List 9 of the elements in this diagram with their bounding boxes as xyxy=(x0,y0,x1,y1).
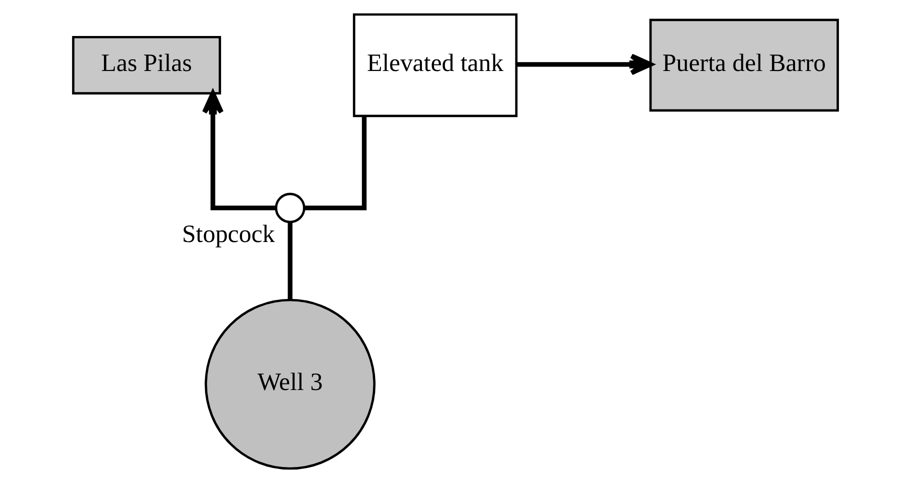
node-box: Las Pilas xyxy=(72,36,222,94)
connector xyxy=(288,222,292,300)
node-circle xyxy=(274,192,306,224)
arrow xyxy=(516,54,653,76)
node-box: Puerta del Barro xyxy=(649,18,839,112)
connector xyxy=(304,116,367,210)
node-circle: Well 3 xyxy=(204,298,376,470)
node-label: Stopcock xyxy=(182,220,275,248)
node-box: Elevated tank xyxy=(352,13,518,118)
